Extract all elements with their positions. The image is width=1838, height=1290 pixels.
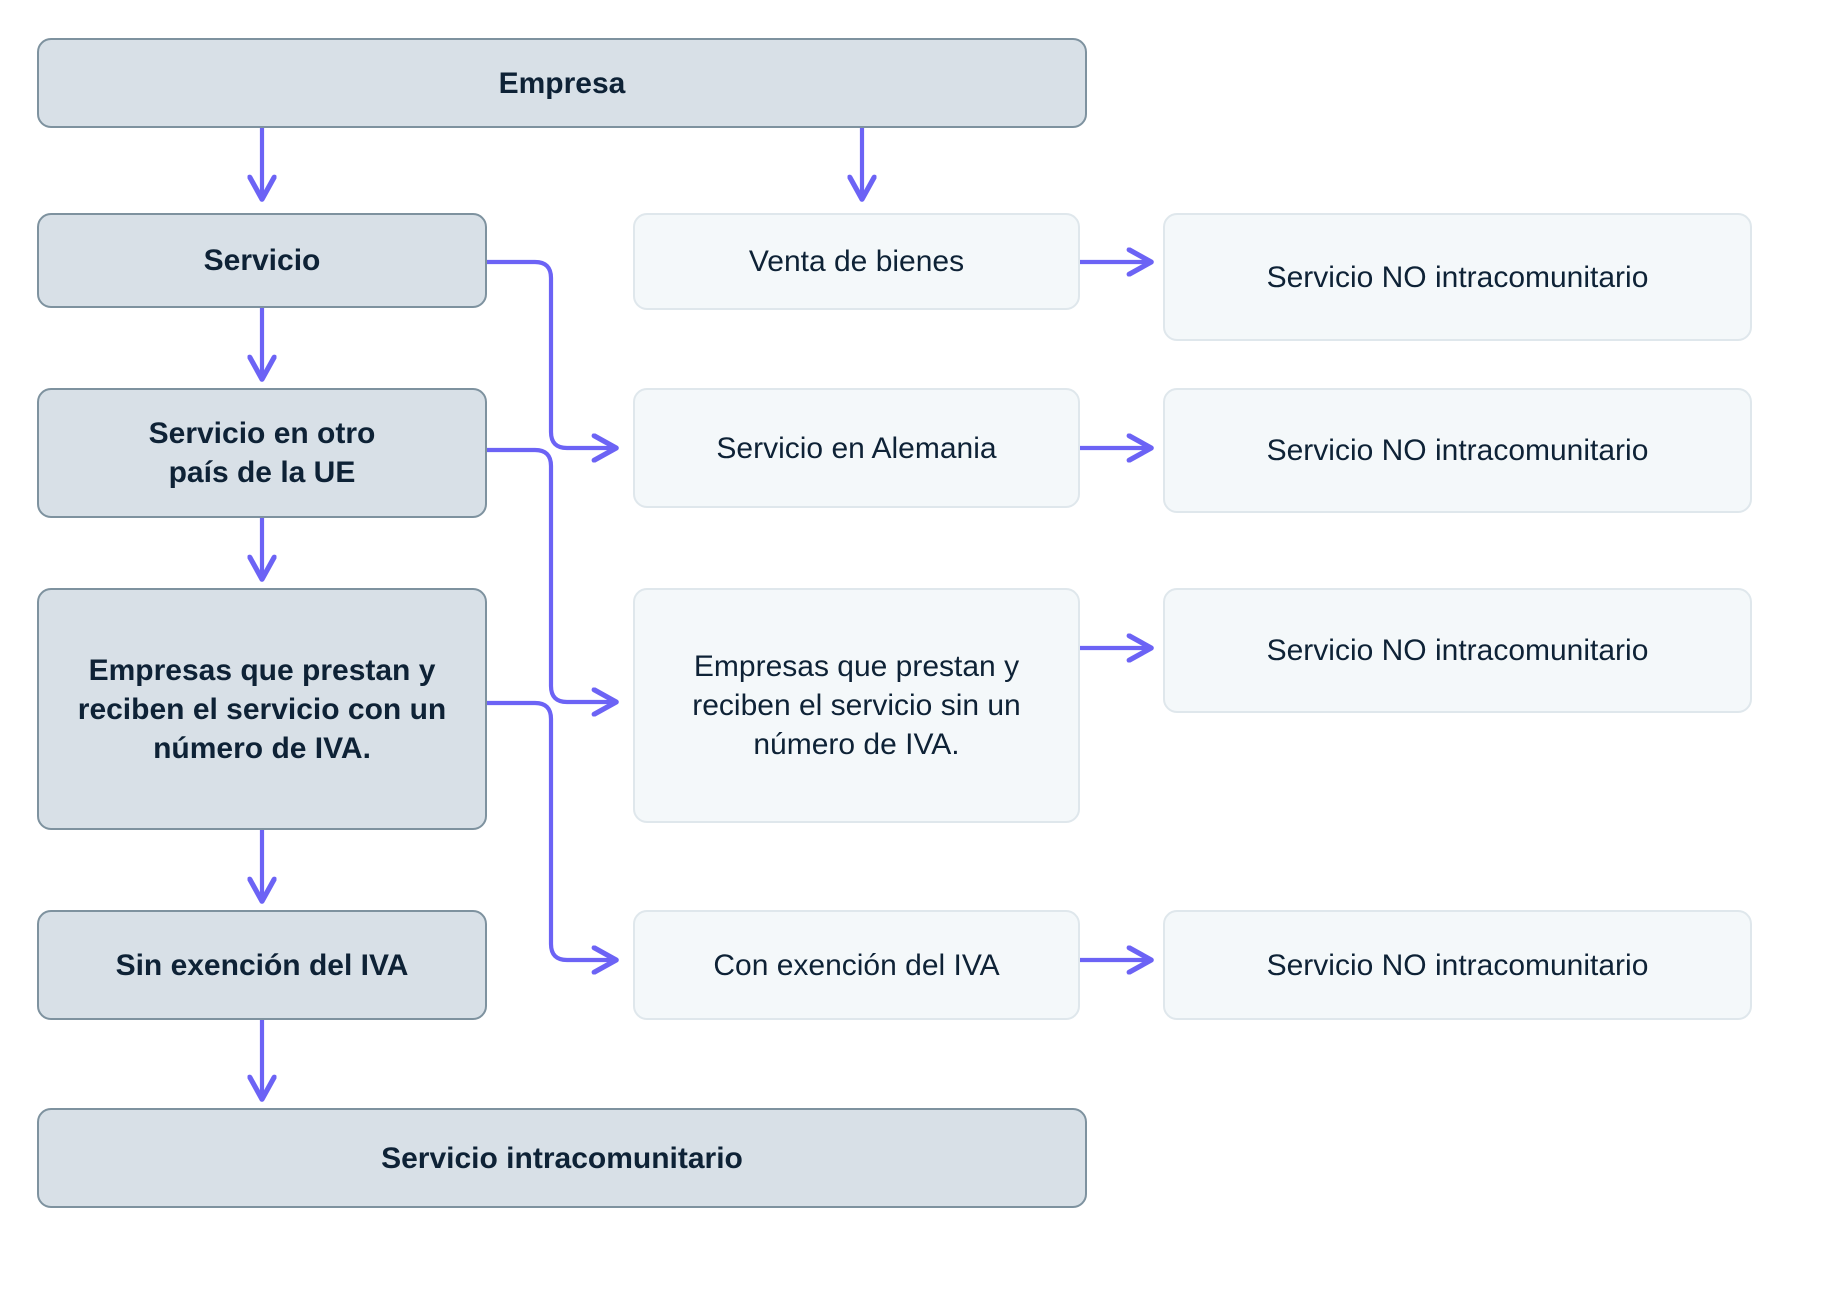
node-servicio[interactable]: Servicio bbox=[37, 213, 487, 308]
edge-servicio-to-servicio-alemania bbox=[484, 259, 615, 448]
node-con-exencion[interactable]: Con exención del IVA bbox=[633, 910, 1080, 1020]
node-empresa[interactable]: Empresa bbox=[37, 38, 1087, 128]
node-empresas-sin-iva[interactable]: Empresas que prestan y reciben el servic… bbox=[633, 588, 1080, 823]
node-sin-exencion[interactable]: Sin exención del IVA bbox=[37, 910, 487, 1020]
node-servicio-alemania[interactable]: Servicio en Alemania bbox=[633, 388, 1080, 508]
node-no-intracomunitario-4[interactable]: Servicio NO intracomunitario bbox=[1163, 910, 1752, 1020]
edge-servicio-otro-pais-to-empresas-sin-iva bbox=[484, 447, 615, 702]
node-no-intracomunitario-1[interactable]: Servicio NO intracomunitario bbox=[1163, 213, 1752, 341]
node-servicio-intracomunitario[interactable]: Servicio intracomunitario bbox=[37, 1108, 1087, 1208]
edge-empresas-con-iva-to-con-exencion bbox=[484, 700, 615, 960]
node-venta-de-bienes[interactable]: Venta de bienes bbox=[633, 213, 1080, 310]
node-empresas-con-iva[interactable]: Empresas que prestan y reciben el servic… bbox=[37, 588, 487, 830]
node-servicio-otro-pais[interactable]: Servicio en otro país de la UE bbox=[37, 388, 487, 518]
node-no-intracomunitario-2[interactable]: Servicio NO intracomunitario bbox=[1163, 388, 1752, 513]
node-no-intracomunitario-3[interactable]: Servicio NO intracomunitario bbox=[1163, 588, 1752, 713]
